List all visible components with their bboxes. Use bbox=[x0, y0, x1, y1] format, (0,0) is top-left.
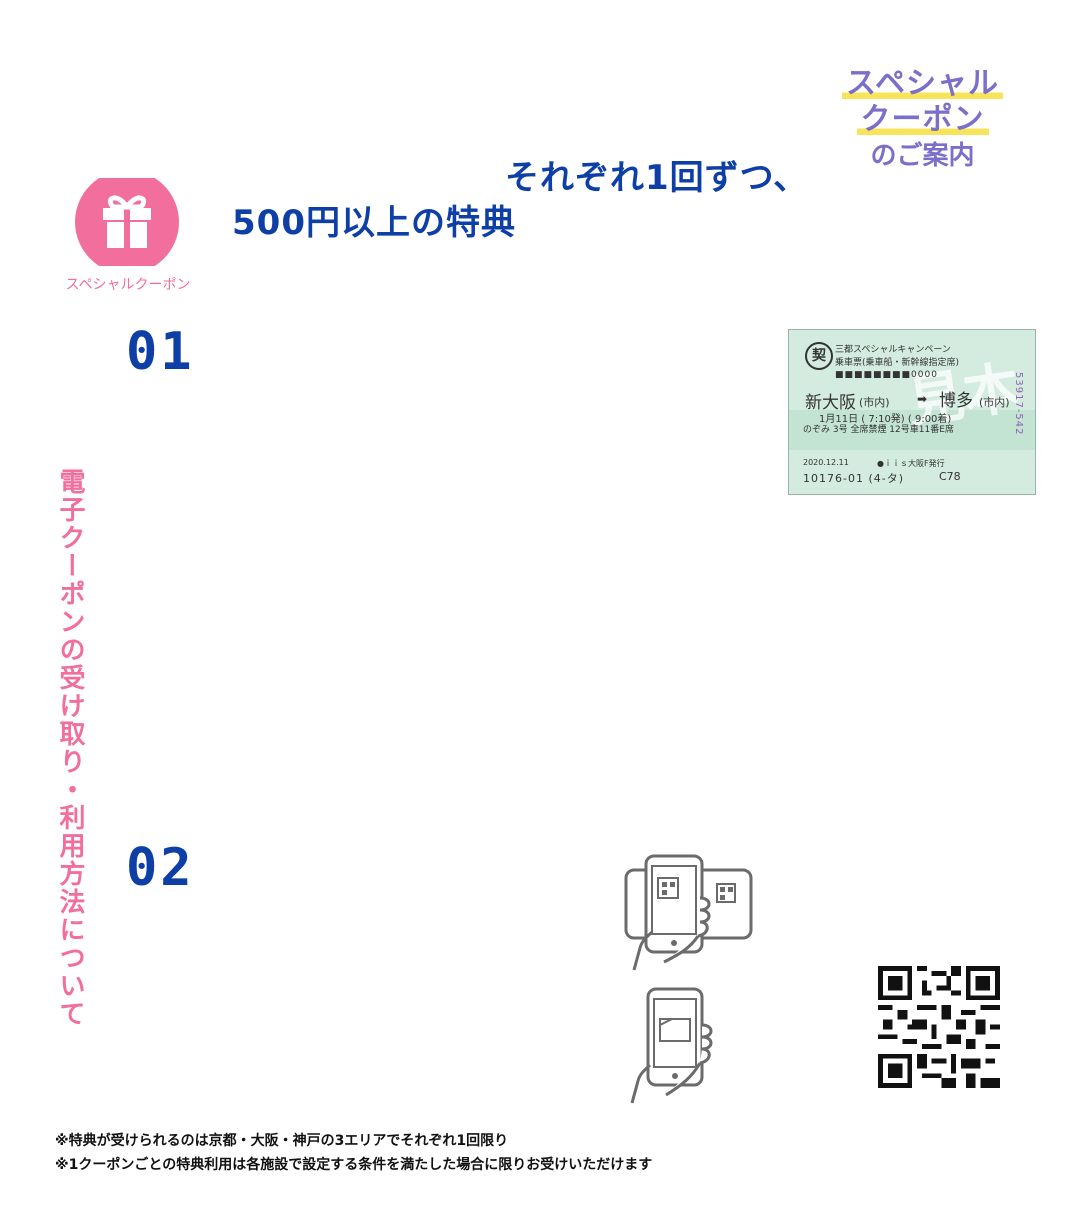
phone-scan-card-icon bbox=[624, 854, 753, 971]
qr-code bbox=[878, 966, 1000, 1088]
footnote-2: ※1クーポンごとの特典利用は各施設で設定する条件を満たした場合に限りお受けいただ… bbox=[55, 1157, 653, 1173]
heading-line-2: 500円以上の特典 bbox=[232, 203, 516, 243]
step-number-02: 02 bbox=[126, 838, 195, 898]
gift-icon bbox=[75, 178, 179, 266]
heading-line-1: それぞれ1回ずつ、 bbox=[505, 158, 809, 198]
ticket-campaign: 三都スペシャルキャンペーン bbox=[835, 345, 951, 355]
ticket-to-sub: (市内) bbox=[979, 396, 1010, 409]
ticket-sample: 見本 契 三都スペシャルキャンペーン 乗車票(乗車船・新幹線指定席) ■■■■■… bbox=[788, 329, 1036, 495]
campaign-badge: スペシャル クーポン のご案内 bbox=[835, 66, 1010, 174]
ticket-from: 新大阪 bbox=[805, 393, 856, 413]
phone-coupon-icon bbox=[630, 987, 713, 1104]
ticket-to: 博多 bbox=[939, 391, 973, 411]
badge-line-2: クーポン bbox=[856, 102, 989, 138]
arrow-right-icon: ➡ bbox=[917, 392, 928, 406]
side-title: 電子クーポンの受け取り・利用方法について bbox=[55, 468, 85, 1028]
ticket-issue-date: 2020.12.11 bbox=[803, 458, 849, 467]
gift-label: スペシャルクーポン bbox=[65, 277, 191, 293]
ticket-c-code: C78 bbox=[939, 470, 961, 483]
badge-line-1: スペシャル bbox=[842, 66, 1003, 102]
badge-line-3: のご案内 bbox=[870, 141, 975, 171]
ticket-issuer: ●ｉｉｓ大阪F発行 bbox=[877, 459, 945, 468]
ticket-side-number: 53917-542 bbox=[1013, 372, 1024, 436]
step-number-01: 01 bbox=[126, 322, 195, 382]
ticket-serial: 10176-01 (4-タ) bbox=[803, 472, 905, 485]
ticket-seal-icon: 契 bbox=[805, 342, 833, 370]
footnote-1: ※特典が受けられるのは京都・大阪・神戸の3エリアでそれぞれ1回限り bbox=[55, 1133, 509, 1149]
ticket-from-sub: (市内) bbox=[859, 396, 890, 409]
ticket-band bbox=[789, 410, 1035, 450]
ticket-code: ■■■■■■■■0000 bbox=[835, 370, 938, 380]
ticket-type: 乗車票(乗車船・新幹線指定席) bbox=[835, 358, 960, 368]
ticket-time: 1月11日 ( 7:10発) ( 9:00着) bbox=[819, 414, 952, 425]
ticket-car: のぞみ 3号 全席禁煙 12号車11番E席 bbox=[803, 425, 954, 435]
